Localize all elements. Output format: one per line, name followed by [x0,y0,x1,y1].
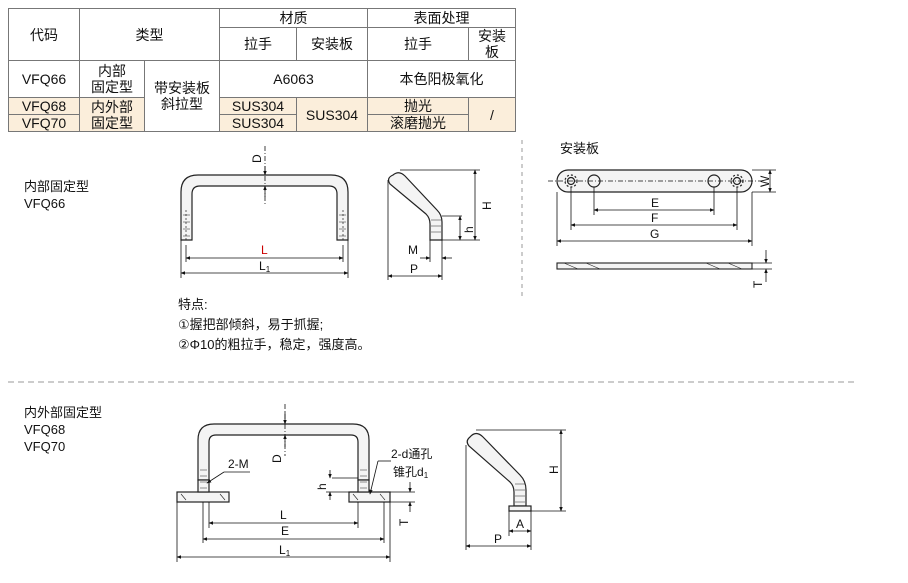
row-material: A6063 [219,60,368,98]
dim-cone: 锥孔d1 [393,465,429,480]
header-code: 代码 [8,8,80,61]
dim-E: E [651,196,659,210]
row-type: 内部 固定型 [79,60,145,98]
plate-side-view [556,262,753,270]
row-type: 内外部 固定型 [79,97,145,132]
section2-label: 内外部固定型 VFQ68 VFQ70 [24,404,102,455]
dim-H-2: H [547,465,561,474]
row-code: VFQ70 [8,114,80,132]
row-surface: 本色阳极氧化 [367,60,516,98]
dim-G: G [650,227,659,241]
dim-h: h [462,226,476,233]
notes-title: 特点: [178,297,208,312]
row-material-handle: SUS304 [219,97,297,115]
spec-table: 代码 类型 材质 表面处理 拉手 安装板 拉手 安装板 VFQ66 内部 固定型… [8,8,516,132]
vfq66-front-view [180,174,349,241]
dim-P-2: P [494,532,502,546]
dim-P: P [410,262,418,276]
dim-L1-2: L1 [279,543,291,558]
vfq68-front-view [176,423,391,503]
dim-E-2: E [281,524,289,538]
dim-L-2: L [280,508,287,522]
dim-h-2: h [315,483,329,490]
header-surface-plate: 安装板 [468,27,516,61]
dim-D-2: D [270,454,284,463]
plate-title: 安装板 [560,141,600,156]
dim-L: L [261,243,268,257]
dim-T-2: T [397,518,411,526]
dim-D: D [250,154,264,163]
dim-2d: 2-d通孔 [391,447,432,461]
header-surface-handle: 拉手 [367,27,469,61]
features-notes: 特点: ①握把部倾斜，易于抓握; ②Φ10的粗拉手，稳定，强度高。 [178,295,371,355]
section2-code: VFQ68 [24,422,66,437]
notes-item: ①握把部倾斜，易于抓握; [178,317,324,332]
section1-label: 内部固定型 VFQ66 [24,178,89,212]
dim-T: T [751,280,765,288]
notes-item: ②Φ10的粗拉手，稳定，强度高。 [178,337,371,352]
section1-title: 内部固定型 [24,179,90,194]
dim-L1: L1 [259,259,271,274]
row-surface-plate: / [468,97,516,132]
row-surface-handle: 滚磨抛光 [367,114,469,132]
header-material-plate: 安装板 [296,27,368,61]
row-material-plate: SUS304 [296,97,368,132]
dim-2M: 2-M [228,457,249,471]
dim-H: H [480,201,494,210]
dim-M: M [408,243,418,257]
dim-F: F [651,211,658,225]
dim-W: W [758,175,772,187]
section1-code: VFQ66 [24,196,66,211]
header-type: 类型 [79,8,220,61]
section2-code: VFQ70 [24,439,66,454]
vfq68-side-view [466,432,532,512]
section2-title: 内外部固定型 [24,405,103,420]
dim-A: A [516,517,524,531]
vfq66-side-view [387,172,443,241]
row-material-handle: SUS304 [219,114,297,132]
